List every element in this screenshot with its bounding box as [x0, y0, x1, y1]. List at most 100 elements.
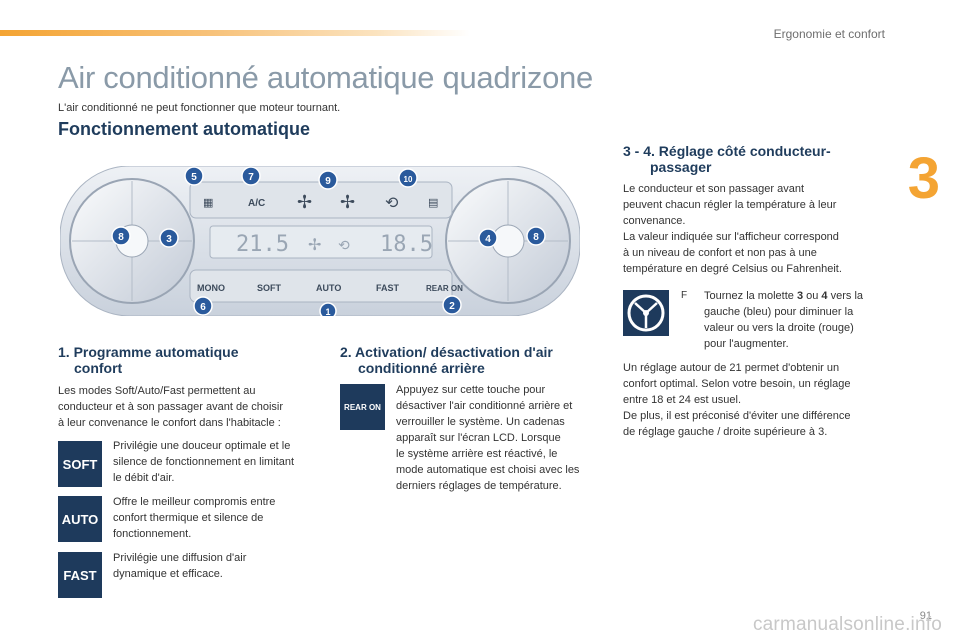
header-accent-bar — [0, 30, 470, 36]
callout-8-left — [111, 226, 131, 246]
soft-line3: le débit d'air. — [113, 472, 175, 484]
bullet-text: Tournez la molette 3 ou 4 vers la gauche… — [704, 288, 863, 352]
section-2-line6: mode automatique est choisi avec les — [396, 464, 580, 476]
fast-badge: FAST — [58, 552, 102, 598]
soft-button[interactable]: SOFT — [257, 283, 282, 293]
callout-6 — [193, 296, 213, 316]
bullet-line1-post: vers la — [827, 290, 864, 302]
knob-4-ref: 4 — [821, 290, 828, 302]
watermark: carmanualsonline.info — [752, 614, 942, 635]
s34-p2-line4: De plus, il est préconisé d'éviter une d… — [623, 410, 851, 422]
svg-text:8: 8 — [533, 232, 539, 243]
chapter-number: 3 — [907, 146, 940, 211]
steering-knob-icon — [627, 294, 665, 332]
callout-7 — [241, 166, 261, 186]
s34-p1-line3: convenance. — [623, 215, 686, 227]
section-2-line5: le système arrière est réactivé, le — [396, 448, 558, 460]
rear-on-badge: REAR ON — [340, 384, 385, 430]
page-title: Air conditionné automatique quadrizone — [58, 60, 593, 95]
auto-line3: fonctionnement. — [113, 528, 192, 540]
callout-1 — [319, 302, 337, 316]
auto-button[interactable]: AUTO — [316, 283, 341, 293]
page-number: 91 — [919, 610, 932, 622]
page-subtitle: L'air conditionné ne peut fonctionner qu… — [58, 102, 341, 114]
mono-button[interactable]: MONO — [197, 283, 225, 293]
section-2-title-line2: conditionné arrière — [358, 360, 485, 376]
section-2-line4: apparaît sur l'écran LCD. Lorsque — [396, 432, 561, 444]
section-2-title: 2. Activation/ désactivation d'air condi… — [340, 344, 553, 376]
section-1-title-line2: confort — [74, 360, 123, 376]
bullet-line1-mid: ou — [803, 290, 822, 302]
defrost-rear-icon[interactable]: ▤ — [428, 196, 438, 209]
bullet-line2: gauche (bleu) pour diminuer la — [704, 306, 854, 318]
svg-text:4: 4 — [485, 234, 491, 245]
display-left-temperature: 21.5 — [236, 232, 289, 257]
callout-2 — [442, 295, 462, 315]
callout-5 — [184, 166, 204, 186]
section-34-paragraph-1: Le conducteur et son passager avant peuv… — [623, 181, 842, 277]
soft-description: Privilégie une douceur optimale et le si… — [113, 438, 294, 486]
s34-p1-line4: La valeur indiquée sur l'afficheur corre… — [623, 231, 839, 243]
section-34-title: 3 - 4. Réglage côté conducteur- passager — [623, 143, 831, 175]
auto-badge: AUTO — [58, 496, 102, 542]
auto-description: Offre le meilleur compromis entre confor… — [113, 494, 275, 542]
section-header: Ergonomie et confort — [773, 27, 885, 41]
section-1-intro: Les modes Soft/Auto/Fast permettent au c… — [58, 383, 283, 431]
section-title: Fonctionnement automatique — [58, 119, 310, 139]
ac-button[interactable]: A/C — [248, 198, 265, 209]
s34-p2-line3: entre 18 et 24 est usuel. — [623, 394, 742, 406]
callout-8-right — [526, 226, 546, 246]
callout-4 — [478, 228, 498, 248]
svg-text:6: 6 — [200, 302, 206, 313]
section-1-title: 1. Programme automatique confort — [58, 344, 239, 376]
callout-10 — [398, 168, 418, 188]
s34-p2-line5: de réglage gauche / droite supérieure à … — [623, 426, 828, 438]
bullet-line3: valeur ou vers la droite (rouge) — [704, 322, 854, 334]
bullet-line1-pre: Tournez la molette — [704, 290, 797, 302]
recirculation-icon[interactable]: ⟲ — [385, 193, 399, 212]
callout-9 — [318, 170, 338, 190]
s34-p2-line2: confort optimal. Selon votre besoin, un … — [623, 378, 851, 390]
section-34-paragraph-2: Un réglage autour de 21 permet d'obtenir… — [623, 360, 851, 440]
svg-text:1: 1 — [325, 307, 330, 316]
display-recirc-icon: ⟲ — [338, 238, 350, 254]
bullet-line4: pour l'augmenter. — [704, 338, 789, 350]
s34-p1-line1: Le conducteur et son passager avant — [623, 183, 805, 195]
callout-3 — [159, 228, 179, 248]
section-1-intro-line2: conducteur et à son passager avant de ch… — [58, 401, 284, 413]
fast-description: Privilégie une diffusion d'air dynamique… — [113, 550, 246, 582]
svg-text:9: 9 — [325, 176, 331, 187]
section-34-title-line1: 3 - 4. Réglage côté conducteur- — [623, 143, 831, 159]
section-2-line1: Appuyez sur cette touche pour — [396, 384, 546, 396]
section-34-title-line2: passager — [650, 159, 712, 175]
soft-badge: SOFT — [58, 441, 102, 487]
display-fan-icon: ✢ — [308, 235, 321, 254]
fast-line1: Privilégie une diffusion d'air — [113, 552, 247, 564]
auto-line2: confort thermique et silence de — [113, 512, 264, 524]
bullet-line1: Tournez la molette 3 ou 4 vers la — [704, 288, 863, 304]
fast-button[interactable]: FAST — [376, 283, 400, 293]
bullet-marker: F — [681, 290, 688, 301]
svg-text:7: 7 — [248, 172, 254, 183]
defrost-front-icon: ▦ — [203, 196, 213, 209]
svg-text:10: 10 — [404, 175, 413, 184]
section-2-line2: désactiver l'air conditionné arrière et — [396, 400, 573, 412]
section-2-line7: derniers réglages de température. — [396, 480, 562, 492]
svg-text:8: 8 — [118, 232, 124, 243]
section-2-line3: verrouiller le système. Un cadenas — [396, 416, 565, 428]
s34-p2-line1: Un réglage autour de 21 permet d'obtenir… — [623, 362, 840, 374]
section-1-title-line1: 1. Programme automatique — [58, 344, 239, 360]
section-2-text: Appuyez sur cette touche pour désactiver… — [396, 382, 579, 494]
fast-line2: dynamique et efficace. — [113, 568, 223, 580]
soft-line1: Privilégie une douceur optimale et le — [113, 440, 291, 452]
svg-text:3: 3 — [166, 234, 172, 245]
knob-icon-badge — [623, 290, 669, 336]
fan-increase-icon[interactable]: ✢ — [340, 192, 355, 213]
knob-3-ref: 3 — [796, 290, 804, 302]
s34-p1-line6: température en degré Celsius ou Fahrenhe… — [623, 263, 842, 275]
climate-control-panel: ▦ A/C ✢ ✢ ⟲ ▤ 21.5 ✢ ⟲ 18.5 MONO SOFT AU… — [60, 166, 580, 316]
auto-line1: Offre le meilleur compromis entre — [113, 496, 276, 508]
rear-on-button[interactable]: REAR ON — [426, 284, 463, 293]
fan-decrease-icon[interactable]: ✢ — [297, 192, 312, 213]
svg-text:5: 5 — [191, 172, 197, 183]
